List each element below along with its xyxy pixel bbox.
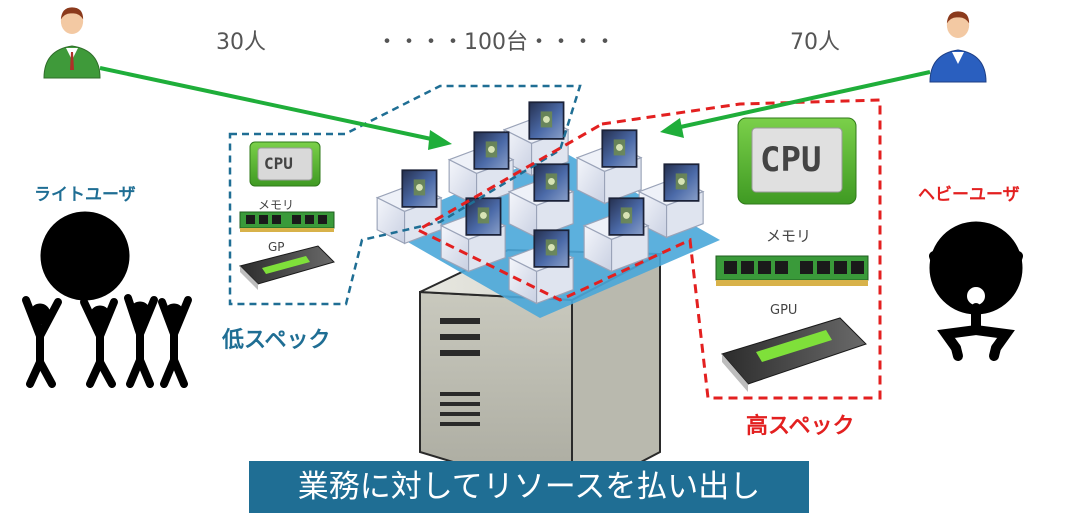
- vm-count: ・・・・100台・・・・: [376, 30, 616, 55]
- cpu-icon: [737, 117, 857, 205]
- high-gpu-label: GPU: [770, 303, 798, 318]
- low-gpu-label: GP: [268, 240, 285, 254]
- low-memory-label: メモリ: [258, 198, 295, 212]
- user-green-icon: [43, 7, 101, 79]
- low-cpu-label: CPU: [264, 154, 293, 173]
- heavy-user-label: ヘビーユーザ: [918, 185, 1020, 205]
- memory-module-icon: [715, 255, 869, 286]
- virtual-machine-icon: [638, 163, 705, 239]
- light-user-arrow: [99, 66, 452, 150]
- user-blue-icon: [929, 11, 987, 83]
- gpu-card-icon: [239, 245, 335, 290]
- banner-text: 業務に対してリソースを払い出し: [297, 469, 761, 505]
- light-user-count: 30人: [216, 30, 266, 55]
- virtual-machine-icon: [376, 169, 442, 245]
- resource-allocation-banner: 業務に対してリソースを払い出し: [249, 461, 809, 513]
- low-spec-region: [228, 84, 582, 306]
- memory-module-icon: [239, 211, 335, 232]
- low-spec-label: 低スペック: [222, 328, 331, 353]
- heavy-user-figure-icon: [929, 221, 1023, 361]
- high-spec-label: 高スペック: [746, 414, 855, 439]
- virtual-machine-icon: [576, 129, 643, 205]
- cpu-icon: [249, 141, 321, 187]
- light-user-label: ライトユーザ: [34, 185, 136, 205]
- high-cpu-label: CPU: [760, 140, 822, 180]
- heavy-user-count: 70人: [790, 30, 840, 55]
- light-user-crowd-icon: [22, 211, 192, 388]
- high-memory-label: メモリ: [766, 227, 812, 245]
- heavy-user-arrow: [660, 70, 931, 138]
- gpu-card-icon: [721, 317, 867, 392]
